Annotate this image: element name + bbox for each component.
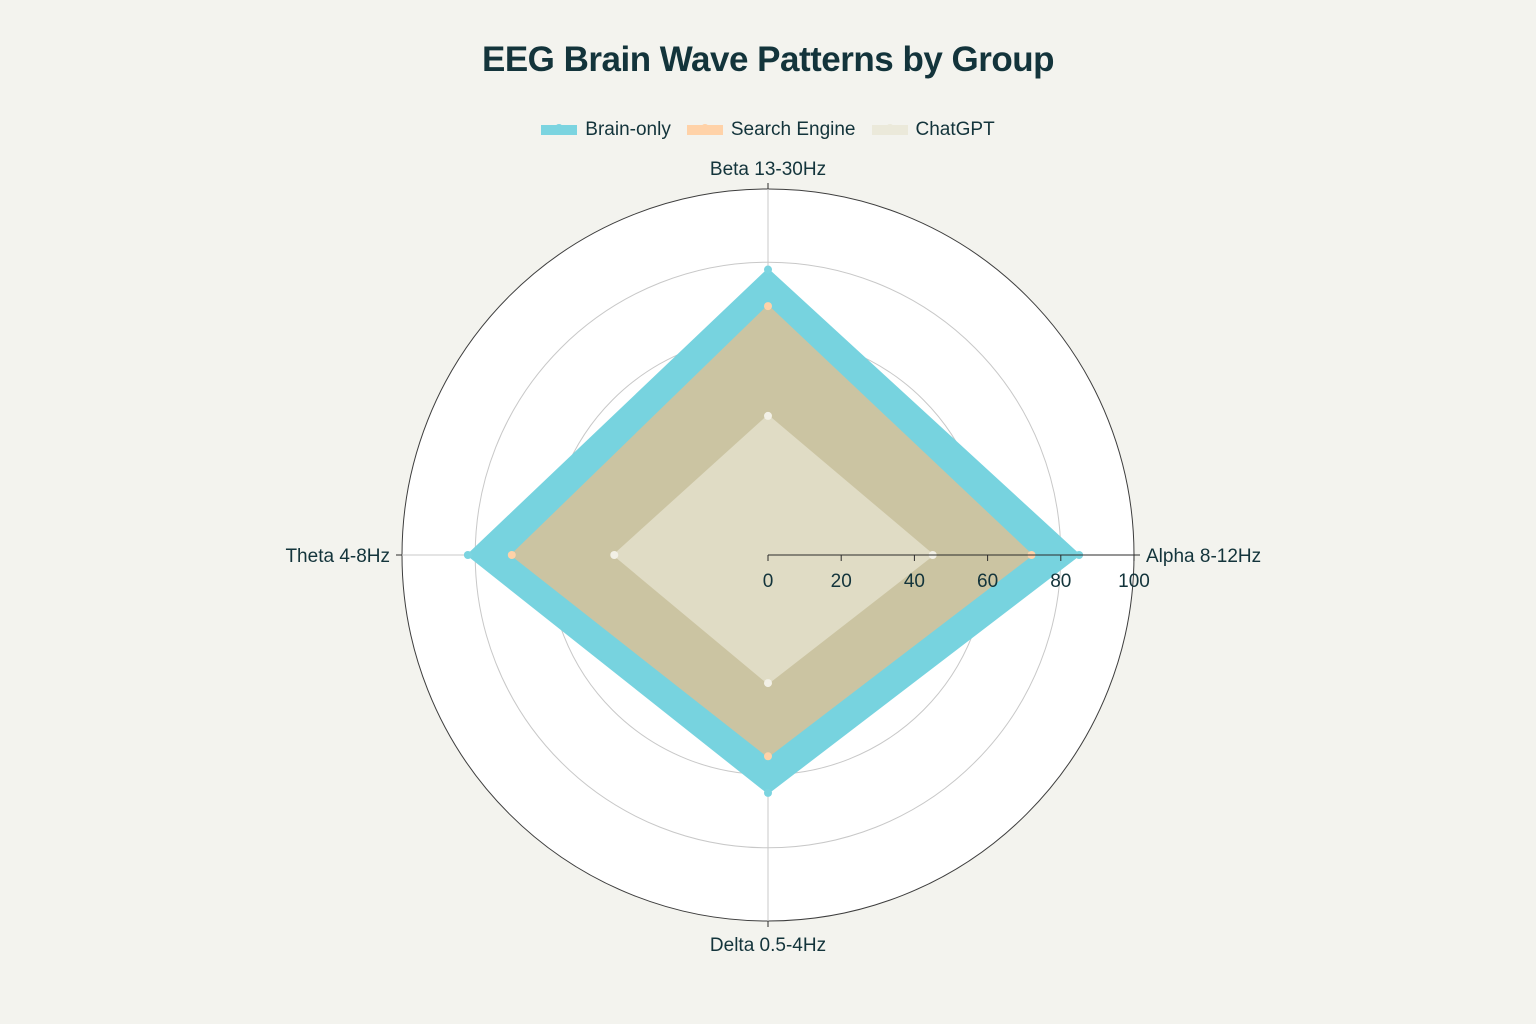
legend-item-brain-only[interactable]: Brain-only — [541, 119, 671, 141]
axis-label-2: Theta 4-8Hz — [285, 546, 390, 567]
axis-label-1: Beta 13-30Hz — [710, 159, 826, 180]
axis-label-0: Alpha 8-12Hz — [1146, 546, 1261, 567]
legend-label-brain-only: Brain-only — [585, 119, 671, 140]
point-brain-only-1 — [764, 265, 772, 274]
point-search-engine-2 — [507, 551, 516, 559]
legend: Brain-only Search Engine ChatGPT — [0, 119, 1536, 141]
legend-item-search-engine[interactable]: Search Engine — [686, 119, 856, 141]
radial-tick-label-60: 60 — [977, 571, 998, 592]
radial-tick-label-0: 0 — [763, 571, 774, 592]
radial-tick-label-80: 80 — [1050, 571, 1071, 592]
legend-label-chatgpt: ChatGPT — [915, 119, 995, 140]
legend-swatch-brain-only — [541, 124, 578, 135]
radial-tick-label-40: 40 — [904, 571, 925, 592]
radial-tick-label-100: 100 — [1118, 571, 1150, 592]
point-chatgpt-2 — [610, 551, 619, 559]
point-search-engine-1 — [764, 302, 772, 311]
chart-title: EEG Brain Wave Patterns by Group — [481, 40, 1055, 79]
point-chatgpt-1 — [764, 411, 772, 420]
point-chatgpt-3 — [764, 679, 772, 688]
point-brain-only-2 — [463, 551, 472, 559]
legend-item-chatgpt[interactable]: ChatGPT — [871, 119, 995, 141]
radial-tick-label-20: 20 — [831, 571, 852, 592]
point-brain-only-3 — [764, 788, 772, 797]
point-search-engine-3 — [764, 752, 772, 761]
legend-label-search-engine: Search Engine — [730, 119, 856, 140]
radar-axes: 0 20 40 60 80 100 Alpha 8-12Hz Beta 13-30HzThet… — [285, 159, 1261, 956]
legend-swatch-chatgpt — [871, 124, 908, 135]
legend-swatch-search-engine — [686, 124, 723, 135]
axis-label-3: Delta 0.5-4Hz — [710, 935, 826, 956]
radar-series — [463, 265, 1084, 797]
